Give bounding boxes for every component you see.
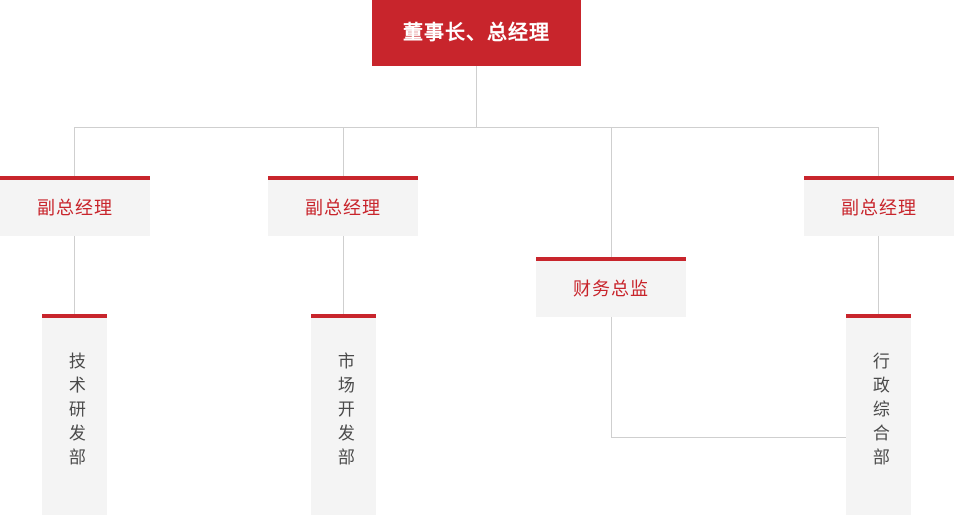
- node-department-market-development-label: 市场开发部: [334, 352, 354, 472]
- node-chief-financial-officer[interactable]: 财务总监: [536, 257, 686, 317]
- node-vice-general-manager-3[interactable]: 副总经理: [804, 176, 954, 236]
- node-vice-general-manager-1[interactable]: 副总经理: [0, 176, 150, 236]
- node-department-administration[interactable]: 行政综合部: [846, 314, 911, 515]
- node-vice-general-manager-3-label: 副总经理: [841, 198, 917, 218]
- connector-cfo-elbow-horizontal: [611, 437, 847, 438]
- node-department-rnd-label: 技术研发部: [65, 352, 85, 472]
- connector-vp2-to-dept2: [343, 236, 344, 314]
- node-department-rnd[interactable]: 技术研发部: [42, 314, 107, 515]
- connector-top-stem: [476, 66, 477, 127]
- connector-vp3-to-dept3: [878, 236, 879, 314]
- connector-drop-cfo: [611, 127, 612, 257]
- connector-horizontal-bus: [74, 127, 879, 128]
- connector-cfo-elbow-vertical: [611, 317, 612, 438]
- node-department-administration-label: 行政综合部: [869, 352, 889, 472]
- connector-drop-vp-2: [343, 127, 344, 176]
- connector-vp1-to-dept1: [74, 236, 75, 314]
- connector-drop-vp-3: [878, 127, 879, 176]
- node-vice-general-manager-2[interactable]: 副总经理: [268, 176, 418, 236]
- node-chairman-general-manager[interactable]: 董事长、总经理: [372, 0, 581, 66]
- node-chief-financial-officer-label: 财务总监: [573, 279, 649, 299]
- node-chairman-general-manager-label: 董事长、总经理: [403, 22, 550, 44]
- connector-drop-vp-1: [74, 127, 75, 176]
- node-vice-general-manager-2-label: 副总经理: [305, 198, 381, 218]
- node-department-market-development[interactable]: 市场开发部: [311, 314, 376, 515]
- node-vice-general-manager-1-label: 副总经理: [37, 198, 113, 218]
